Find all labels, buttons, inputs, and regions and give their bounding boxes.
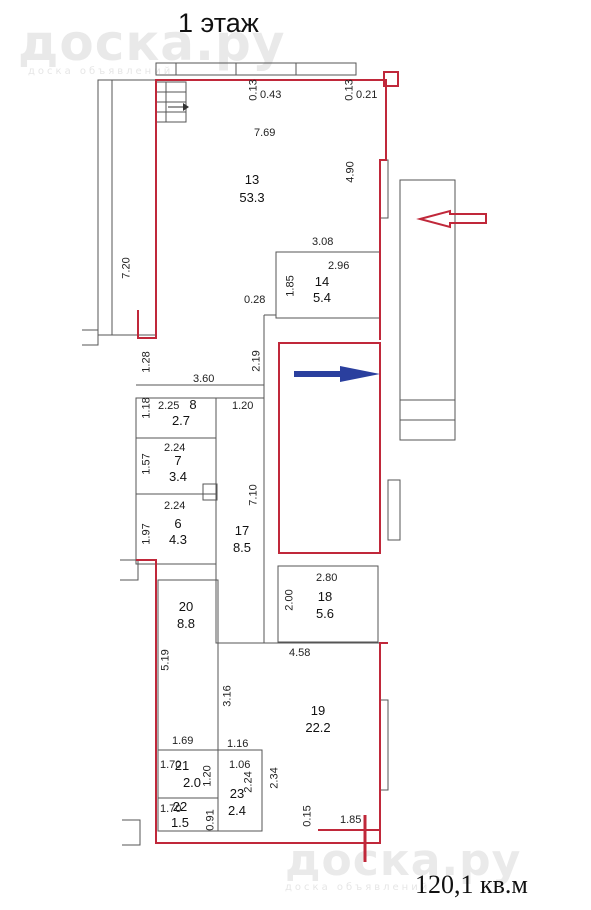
room-18-outline (277, 565, 379, 643)
dim-2-00: 2.00 (283, 589, 296, 611)
room-6-number: 6 (174, 516, 182, 531)
dim-1-97: 1.97 (140, 523, 153, 545)
dim-2-19: 2.19 (250, 350, 263, 372)
dim-2-96: 2.96 (328, 260, 350, 272)
dim-7-10: 7.10 (247, 484, 260, 506)
dim-0-13-top: 0.13 (247, 79, 260, 101)
dim-0-15: 0.15 (301, 805, 314, 827)
stairs (155, 81, 187, 123)
dim-0-43: 0.43 (260, 89, 282, 101)
room-13-area: 53.3 (239, 190, 265, 205)
dim-4-58: 4.58 (289, 647, 311, 659)
watermark-caption: доска объявлений (28, 66, 174, 77)
room-6-area: 4.3 (168, 532, 188, 547)
room-19-area: 22.2 (305, 720, 331, 735)
dim-2-24-room7: 2.24 (164, 442, 186, 454)
room-21-area: 2.0 (182, 775, 202, 790)
entrance-arrow-icon (416, 209, 487, 229)
watermark-caption-bottom: доска объявлений (285, 882, 431, 893)
dim-2-34: 2.34 (268, 767, 281, 789)
left-corridor (111, 79, 157, 336)
dim-0-28: 0.28 (244, 294, 266, 306)
dim-7-69: 7.69 (254, 127, 276, 139)
dim-2-24-room23: 2.24 (242, 771, 255, 793)
dim-0-91: 0.91 (204, 809, 217, 831)
dim-1-70-room22: 1.70 (160, 803, 182, 815)
room-23-area: 2.4 (227, 803, 247, 818)
room-22-number: 22 (172, 799, 188, 814)
dim-2-25: 2.25 (158, 400, 180, 412)
room-8-number: 8 (189, 397, 197, 412)
dim-5-19: 5.19 (159, 649, 172, 671)
dim-1-06: 1.06 (229, 759, 251, 771)
dim-0-21: 0.21 (356, 89, 378, 101)
room-17-area: 8.5 (232, 540, 252, 555)
dim-1-20-room21: 1.20 (201, 765, 214, 787)
dim-3-08: 3.08 (312, 236, 334, 248)
dim-0-13-right: 0.13 (343, 79, 356, 101)
room-7-area: 3.4 (168, 469, 188, 484)
room-22-area: 1.5 (170, 815, 190, 830)
room-19-number: 19 (310, 703, 326, 718)
dim-1-85-bottom: 1.85 (340, 814, 362, 826)
room-18-number: 18 (317, 589, 333, 604)
room-20-number: 20 (178, 599, 194, 614)
total-area: 120,1 кв.м (415, 870, 528, 899)
room-20-area: 8.8 (176, 616, 196, 631)
dim-3-60: 3.60 (193, 373, 215, 385)
dim-1-70-room21: 1.70 (160, 759, 182, 771)
dim-1-57: 1.57 (140, 453, 153, 475)
room-8-area: 2.7 (171, 413, 191, 428)
left-step (82, 329, 99, 346)
dim-1-18: 1.18 (140, 397, 153, 419)
dim-2-80: 2.80 (316, 572, 338, 584)
room-17-number: 17 (234, 523, 250, 538)
dim-1-20-room17: 1.20 (232, 400, 254, 412)
room-7-number: 7 (174, 453, 182, 468)
shaft (202, 483, 218, 501)
room-13-number: 13 (244, 172, 260, 187)
dim-4-90: 4.90 (344, 161, 357, 183)
dim-1-69: 1.69 (172, 735, 194, 747)
top-window (155, 62, 357, 76)
room-17-outline (215, 397, 265, 644)
left-wall-band (97, 79, 113, 336)
dim-1-85-room14: 1.85 (284, 275, 297, 297)
dim-2-24-room6: 2.24 (164, 500, 186, 512)
floor-title: 1 этаж (178, 8, 259, 38)
room-23-number: 23 (229, 786, 245, 801)
right-porch (399, 179, 456, 441)
room-14-number: 14 (314, 274, 330, 289)
room-21-number: 21 (174, 758, 190, 773)
room-18-area: 5.6 (315, 606, 335, 621)
red-walls (136, 71, 399, 844)
room-14-area: 5.4 (312, 290, 332, 305)
inner-arrow-icon (294, 366, 380, 382)
dim-3-16: 3.16 (221, 685, 234, 707)
dim-7-20: 7.20 (120, 257, 133, 279)
room-23-outline (217, 749, 263, 832)
stair-arrow-icon (168, 103, 189, 111)
dim-1-16: 1.16 (227, 738, 249, 750)
watermark-logo: доска.ру (18, 14, 286, 72)
dim-1-28: 1.28 (140, 351, 153, 373)
